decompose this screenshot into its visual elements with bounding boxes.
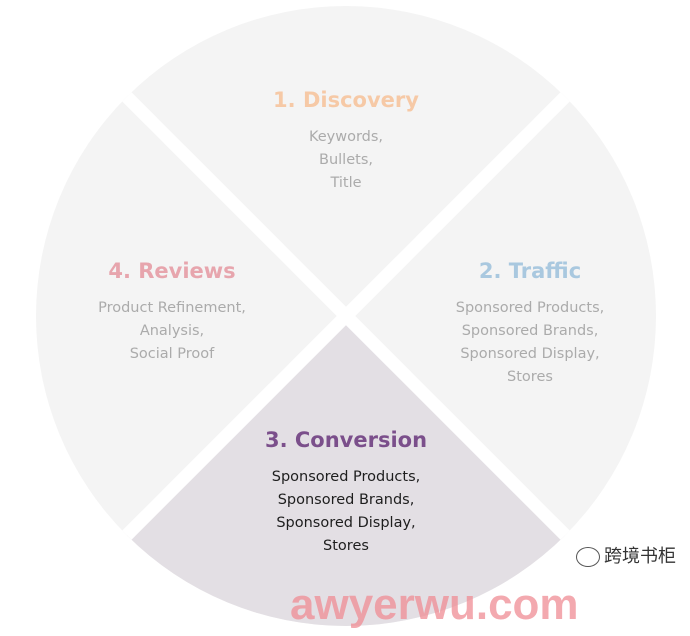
quadrant-conversion: 3. Conversion Sponsored Products, Sponso… [226, 428, 466, 558]
conversion-line: Sponsored Brands, [277, 492, 415, 508]
traffic-line: Sponsored Brands, [461, 323, 599, 339]
divider [36, 6, 656, 626]
watermark-account: 跨境书柜 [576, 546, 676, 568]
watermark-account-name: 跨境书柜 [604, 546, 676, 567]
traffic-line: Sponsored Display, [460, 346, 600, 362]
conversion-line: Sponsored Display, [276, 515, 416, 531]
discovery-line: Bullets, [319, 152, 373, 168]
reviews-line: Social Proof [129, 346, 215, 362]
quadrant-traffic: 2. Traffic Sponsored Products, Sponsored… [410, 259, 650, 389]
conversion-line: Stores [323, 538, 369, 554]
reviews-title: 4. Reviews [108, 259, 236, 283]
reviews-line: Product Refinement, [98, 300, 246, 316]
discovery-line: Title [330, 175, 362, 191]
discovery-line: Keywords, [308, 129, 384, 145]
wechat-icon [576, 547, 600, 567]
conversion-line: Sponsored Products, [271, 469, 421, 485]
quadrant-discovery: 1. Discovery Keywords, Bullets, Title [226, 88, 466, 195]
traffic-line: Stores [507, 369, 553, 385]
reviews-line: Analysis, [139, 323, 205, 339]
discovery-title: 1. Discovery [273, 88, 419, 112]
traffic-title: 2. Traffic [478, 259, 582, 283]
watermark-site: awyerwu.com [290, 580, 579, 629]
traffic-line: Sponsored Products, [455, 300, 605, 316]
conversion-quadrant [36, 316, 656, 626]
conversion-title: 3. Conversion [264, 428, 428, 452]
quadrant-reviews: 4. Reviews Product Refinement, Analysis,… [52, 259, 292, 366]
